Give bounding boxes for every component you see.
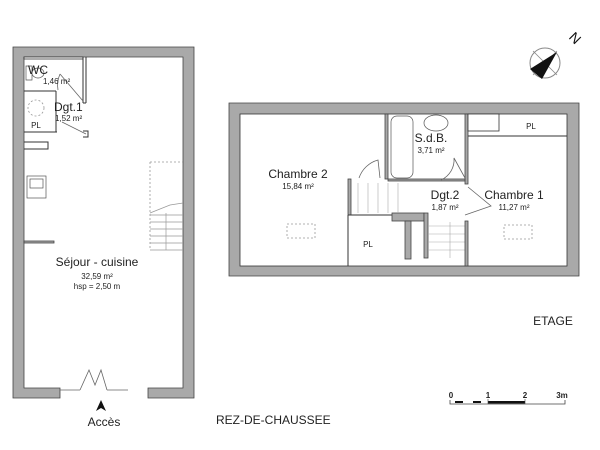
room-area-sejour: 32,59 m² [81,272,113,281]
compass-north-label: N [566,29,584,47]
room-name-dgt2: Dgt.2 [431,188,460,202]
upper-floor [228,102,580,277]
room-area-dgt2: 1,87 m² [431,203,458,212]
room-area-wc: 1,46 m² [43,77,70,86]
room-name-dgt1: Dgt.1 [54,100,83,114]
room-name-wc: WC [28,63,48,77]
level-label-ground: REZ-DE-CHAUSSEE [216,413,331,427]
closet-label-ground: PL [31,121,41,130]
scale-bar [449,399,566,405]
room-name-chambre2: Chambre 2 [268,167,328,181]
level-label-upper: ETAGE [533,314,573,328]
scale-tick-2: 2 [523,391,528,400]
room-area-chambre2: 15,84 m² [282,182,314,191]
room-name-chambre1: Chambre 1 [484,188,544,202]
closet-label-upper-a: PL [363,240,373,249]
room-area-sdb: 3,71 m² [417,146,444,155]
ground-floor [12,46,195,411]
scale-tick-0: 0 [449,391,454,400]
room-area-dgt1: 1,52 m² [55,114,82,123]
room-height-sejour: hsp = 2,50 m [74,282,121,291]
room-name-sdb: S.d.B. [415,131,448,145]
room-area-chambre1: 11,27 m² [499,203,530,212]
compass-icon [529,47,561,79]
room-name-sejour: Séjour - cuisine [56,255,139,269]
scale-tick-1: 1 [486,391,491,400]
closet-label-upper-b: PL [526,122,536,131]
scale-tick-3: 3m [556,391,568,400]
entrance-label: Accès [88,415,121,429]
